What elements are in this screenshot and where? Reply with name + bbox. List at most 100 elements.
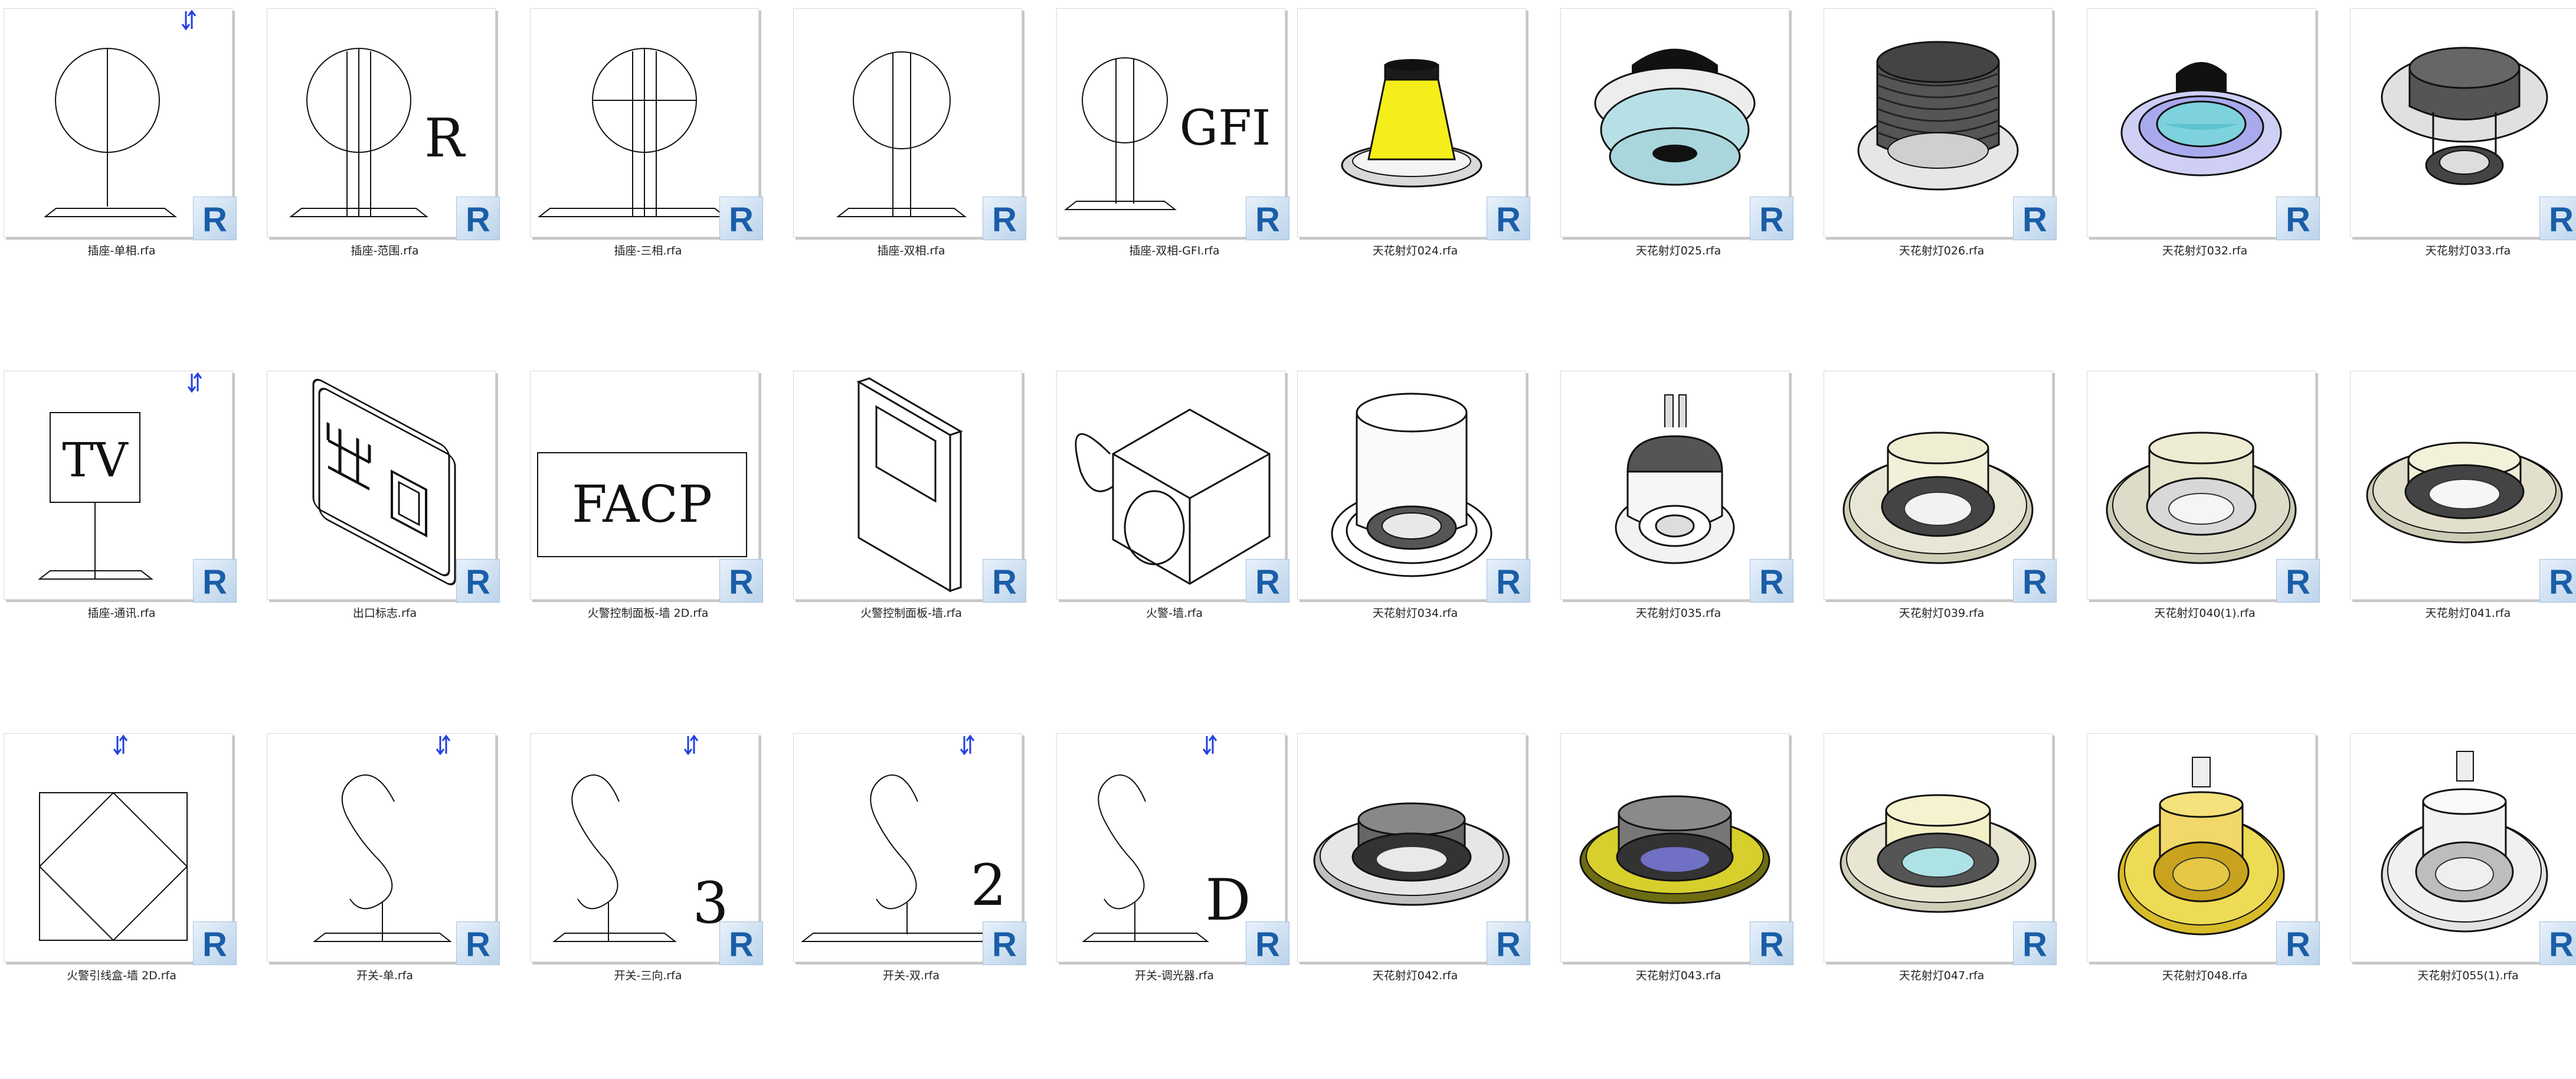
file-item[interactable]: R 插座-三相.rfa <box>526 0 788 354</box>
file-thumbnail[interactable]: R <box>2350 8 2576 240</box>
file-item[interactable]: R 天花射灯025.rfa <box>1557 0 1819 354</box>
revit-badge-letter: R <box>466 563 490 601</box>
file-thumbnail[interactable]: R <box>793 8 1026 240</box>
tv-outlet-icon: TV <box>38 372 202 580</box>
revit-badge-icon: R <box>719 559 763 603</box>
file-thumbnail[interactable]: R <box>267 371 500 603</box>
file-thumbnail[interactable]: R <box>1056 371 1289 603</box>
file-thumbnail[interactable]: R <box>267 733 500 965</box>
revit-badge-letter: R <box>202 926 227 964</box>
file-thumbnail[interactable]: R <box>1297 8 1530 240</box>
downlight-gold-icon <box>2117 757 2285 936</box>
file-thumbnail[interactable]: R <box>1297 733 1530 965</box>
file-name-label: 出口标志.rfa <box>352 607 417 620</box>
file-thumbnail[interactable]: R <box>1560 8 1793 240</box>
file-item[interactable]: TV R 插座-通讯.rfa <box>0 362 262 717</box>
flip-arrows-icon <box>436 734 451 756</box>
file-thumbnail[interactable]: R <box>1824 8 2057 240</box>
file-thumbnail[interactable]: R <box>2087 371 2320 603</box>
revit-badge-letter: R <box>466 201 490 239</box>
revit-badge-icon: R <box>2276 559 2320 603</box>
downlight-small-icon <box>1615 394 1735 564</box>
revit-badge-icon: R <box>719 197 763 240</box>
file-item[interactable]: R 天花射灯043.rfa <box>1557 725 1819 1079</box>
revit-badge-icon: R <box>2539 921 2576 965</box>
file-name-label: 插座-双相-GFI.rfa <box>1129 244 1220 257</box>
fire-alarm-bell-icon <box>1075 408 1271 585</box>
revit-badge-icon: R <box>1750 197 1793 240</box>
file-thumbnail[interactable]: R <box>2350 733 2576 965</box>
file-thumbnail[interactable]: R <box>1560 733 1793 965</box>
file-thumbnail[interactable]: R <box>530 8 763 240</box>
file-thumbnail[interactable]: R <box>2087 8 2320 240</box>
file-thumbnail[interactable]: R <box>2350 371 2576 603</box>
file-name-label: 天花射灯047.rfa <box>1899 969 1985 982</box>
file-name-label: 天花射灯039.rfa <box>1899 607 1985 620</box>
file-name-label: 天花射灯025.rfa <box>1635 244 1721 257</box>
revit-badge-icon: R <box>1487 921 1530 965</box>
file-thumbnail[interactable]: R <box>2087 733 2320 965</box>
downlight-gray-gimbal-icon <box>2381 47 2548 185</box>
downlight-cream-icon <box>1839 794 2037 913</box>
revit-badge-letter: R <box>2286 201 2310 239</box>
file-name-label: 插座-三相.rfa <box>614 244 682 257</box>
revit-badge-icon: R <box>983 559 1026 603</box>
revit-badge-icon: R <box>2539 197 2576 240</box>
file-item[interactable]: R 出口标志.rfa <box>263 362 525 717</box>
file-thumbnail[interactable]: R <box>1824 733 2057 965</box>
file-thumbnail[interactable]: R <box>1560 371 1793 603</box>
file-thumbnail[interactable]: R <box>4 8 237 240</box>
flip-arrows-icon <box>187 372 202 393</box>
file-thumbnail[interactable]: R <box>793 371 1026 603</box>
file-thumbnail[interactable]: TV R <box>4 371 237 603</box>
file-name-label: 插座-通讯.rfa <box>87 607 156 620</box>
file-item[interactable]: R 天花射灯039.rfa <box>1820 362 2082 717</box>
flip-arrows-icon <box>181 9 197 31</box>
revit-badge-icon: R <box>193 559 237 603</box>
thumbnail-symbol-text: TV <box>62 433 128 488</box>
file-thumbnail[interactable]: R <box>4 733 237 965</box>
switch-double-icon: 2 <box>801 734 1020 942</box>
thumbnail-symbol-text: 2 <box>970 852 1006 918</box>
revit-badge-letter: R <box>992 926 1017 964</box>
file-name-label: 天花射灯043.rfa <box>1635 969 1721 982</box>
file-name-label: 天花射灯035.rfa <box>1635 607 1721 620</box>
file-item[interactable]: R 天花射灯047.rfa <box>1820 725 2082 1079</box>
fire-junction-box-icon <box>38 734 188 941</box>
revit-badge-letter: R <box>466 926 490 964</box>
file-thumbnail[interactable]: R <box>1297 371 1530 603</box>
revit-badge-icon: R <box>193 921 237 965</box>
revit-badge-letter: R <box>2022 926 2047 964</box>
file-thumbnail[interactable]: R <box>1824 371 2057 603</box>
file-item[interactable]: R 天花射灯035.rfa <box>1557 362 1819 717</box>
downlight-olive-icon <box>1579 795 1770 904</box>
